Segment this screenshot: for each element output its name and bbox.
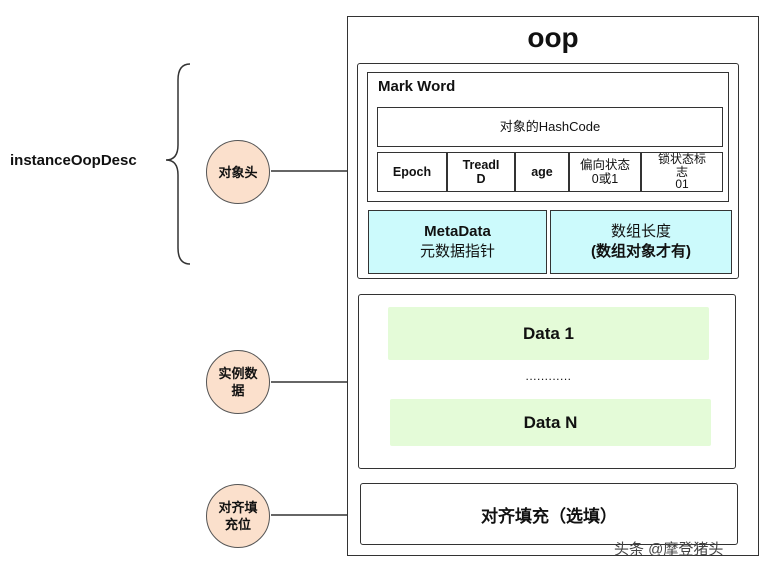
oop-title: oop (527, 22, 579, 53)
circle-padding: 对齐填 充位 (206, 484, 270, 548)
circle-instance-data: 实例数 据 (206, 350, 270, 414)
metadata-line1: MetaData (424, 223, 491, 240)
instance-oop-desc-label: instanceOopDesc (10, 152, 137, 169)
curly-brace (165, 63, 191, 265)
mark-word-label: Mark Word (378, 78, 456, 95)
metadata-box: MetaData 元数据指针 (368, 210, 547, 274)
circle-instance-data-label: 实例数 据 (218, 366, 258, 398)
data-1-box: Data 1 (388, 307, 709, 360)
data-ellipsis: ............ (525, 369, 572, 383)
mark-cell-thread-id-label: TreadI D (462, 158, 500, 186)
data-1-label: Data 1 (522, 323, 575, 343)
padding-label: 对齐填充（选填） (481, 506, 617, 526)
mark-cell-epoch: Epoch (377, 152, 447, 192)
mark-cell-lock-flag: 锁状态标 志 01 (641, 152, 723, 192)
data-n-box: Data N (390, 399, 711, 446)
mark-cell-age-label: age (531, 165, 553, 179)
mark-cell-age: age (515, 152, 569, 192)
data-n-label: Data N (523, 412, 578, 432)
array-length-box: 数组长度 (数组对象才有) (550, 210, 732, 274)
array-length-line1: 数组长度 (610, 223, 671, 240)
mark-cell-lock-flag-label: 锁状态标 志 01 (657, 152, 706, 192)
mark-cell-biased: 偏向状态 0或1 (569, 152, 641, 192)
watermark: 头条 @摩登猪头 (614, 541, 724, 558)
mark-cell-biased-label: 偏向状态 0或1 (579, 158, 630, 186)
hashcode-label: 对象的HashCode (499, 119, 601, 134)
hashcode-row: 对象的HashCode (377, 107, 723, 147)
mark-cell-epoch-label: Epoch (392, 165, 432, 179)
circle-object-header: 对象头 (206, 140, 270, 204)
array-length-line2: (数组对象才有) (591, 243, 691, 260)
circle-padding-label: 对齐填 充位 (218, 500, 258, 532)
circle-object-header-label: 对象头 (218, 164, 258, 180)
mark-cell-thread-id: TreadI D (447, 152, 515, 192)
metadata-line2: 元数据指针 (419, 243, 495, 260)
padding-box: 对齐填充（选填） (360, 483, 738, 545)
